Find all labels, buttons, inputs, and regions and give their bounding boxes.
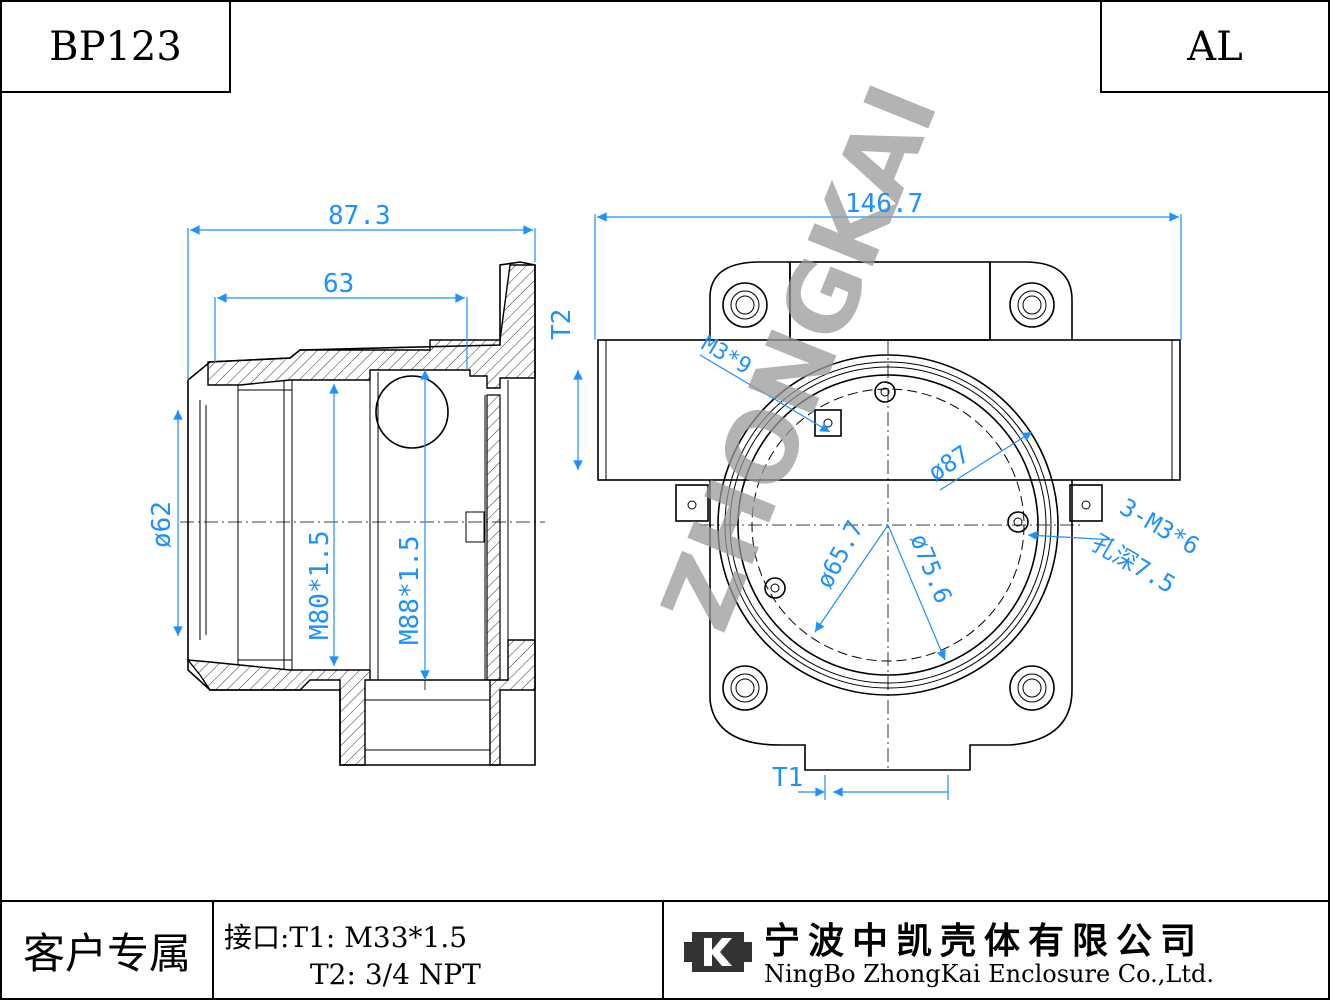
section-wall-bottom <box>186 639 536 766</box>
mount-hole-tl <box>722 282 768 328</box>
watermark-text: ZHONGKAI <box>640 70 959 645</box>
customer-label: 客户专属 <box>22 928 191 978</box>
section-wall-right <box>486 394 501 681</box>
dim-front-overall: 146.7 <box>845 189 923 219</box>
watermark: ZHONGKAI <box>640 70 959 645</box>
thread-m88: M88*1.5 <box>395 535 425 645</box>
ports-line-2: T2: 3/4 NPT <box>310 958 481 991</box>
material-box: AL <box>1100 0 1330 93</box>
company-name-cn: 宁波中凯壳体有限公司 <box>764 921 1205 962</box>
side-dimensions <box>173 225 536 681</box>
port-t1-label: T1 <box>772 763 803 793</box>
dim-side-inner: 63 <box>323 269 354 299</box>
ports-line-1: 接口:T1: M33*1.5 <box>224 921 468 954</box>
customer-box: 客户专属 <box>0 900 214 1000</box>
section-wall-top <box>207 264 536 389</box>
ports-box: 接口:T1: M33*1.5 T2: 3/4 NPT <box>212 900 664 1000</box>
dim-side-diameter: ø62 <box>147 501 177 548</box>
front-dimensions <box>573 212 1182 800</box>
company-box: 宁波中凯壳体有限公司 NingBo ZhongKai Enclosure Co.… <box>662 900 1330 1000</box>
side-section-view <box>180 261 545 766</box>
mount-hole-br <box>1009 665 1055 711</box>
dia-75-6-label: ø75.6 <box>904 530 957 607</box>
company-logo-icon <box>684 932 752 972</box>
part-number: BP123 <box>49 23 182 70</box>
part-number-box: BP123 <box>0 0 231 93</box>
mount-hole-tr <box>1009 282 1055 328</box>
dia-65-7-label: ø65.7 <box>811 516 870 593</box>
mount-hole-bl <box>722 665 768 711</box>
material-label: AL <box>1187 23 1243 70</box>
dim-side-overall: 87.3 <box>328 201 391 231</box>
company-name-en: NingBo ZhongKai Enclosure Co.,Ltd. <box>764 960 1214 988</box>
port-t2-label: T2 <box>547 309 577 340</box>
front-view <box>597 261 1181 771</box>
thread-m80: M80*1.5 <box>305 530 335 640</box>
